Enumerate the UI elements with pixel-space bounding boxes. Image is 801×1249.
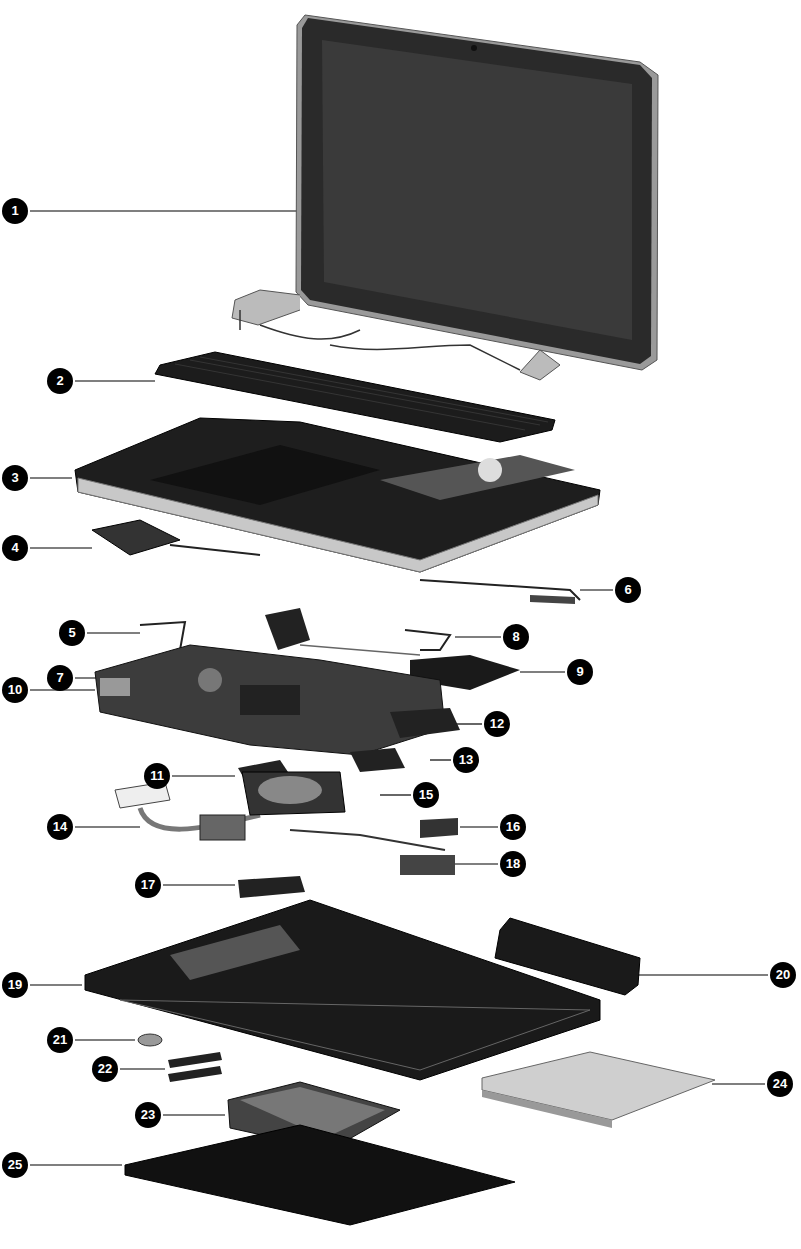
callout-number: 1 (2, 198, 28, 224)
callout-number: 20 (770, 962, 796, 988)
callout-number: 7 (47, 665, 73, 691)
memory-module (168, 1066, 222, 1082)
callout-number: 17 (135, 872, 161, 898)
heat-sink (115, 782, 260, 840)
module (350, 748, 405, 772)
callout-number: 6 (615, 577, 641, 603)
callout-number: 11 (144, 763, 170, 789)
callout-number: 24 (767, 1071, 793, 1097)
callout-number: 23 (135, 1102, 161, 1128)
callout-number: 8 (503, 624, 529, 650)
cable (405, 630, 450, 650)
callout-number: 21 (47, 1027, 73, 1053)
callout-number: 5 (59, 620, 85, 646)
callout-number: 12 (484, 711, 510, 737)
board (238, 876, 305, 898)
board (420, 818, 458, 838)
memory-module (168, 1052, 222, 1068)
rtc-battery (138, 1034, 162, 1046)
callout-number: 16 (500, 814, 526, 840)
touchpad-board (92, 520, 180, 555)
callout-number: 9 (567, 659, 593, 685)
system-board (95, 645, 445, 755)
callout-number: 4 (2, 535, 28, 561)
callout-number: 15 (413, 782, 439, 808)
callout-number: 3 (2, 465, 28, 491)
callout-number: 2 (47, 368, 73, 394)
top-cover (75, 418, 600, 572)
wlan-module (390, 708, 460, 738)
display-assembly (232, 15, 658, 380)
callout-number: 10 (2, 677, 28, 703)
callout-number: 14 (47, 814, 73, 840)
callout-number: 18 (500, 851, 526, 877)
fan (242, 772, 345, 815)
callout-number: 13 (453, 747, 479, 773)
optical-drive (482, 1052, 715, 1120)
callout-number: 22 (92, 1056, 118, 1082)
access-cover (125, 1125, 515, 1225)
battery (495, 918, 640, 995)
power-connector (265, 608, 310, 650)
callout-number: 25 (2, 1152, 28, 1178)
usb-board (400, 855, 455, 875)
callout-number: 19 (2, 972, 28, 998)
